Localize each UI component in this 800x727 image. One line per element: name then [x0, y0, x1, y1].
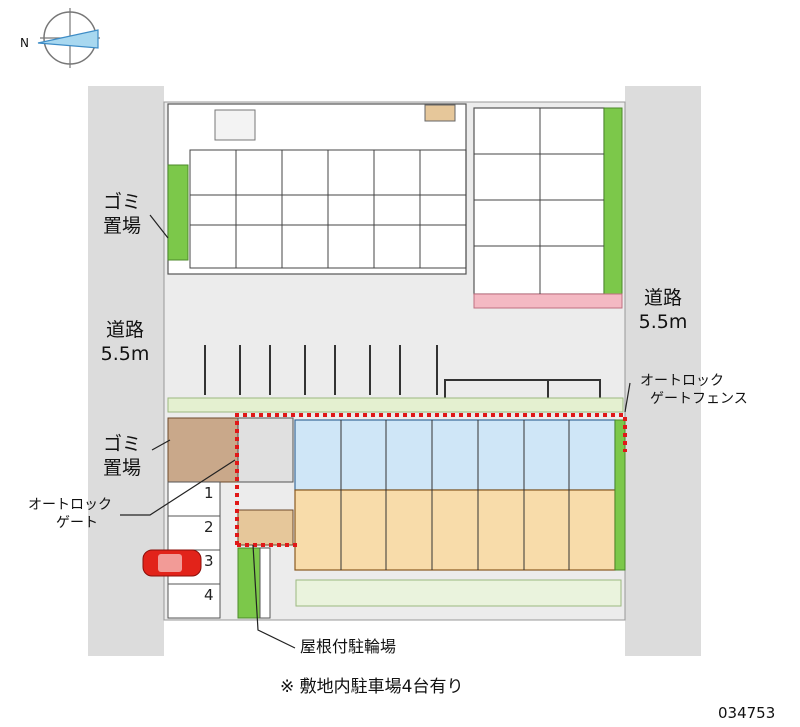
- garbage-south-line2: 置場: [102, 457, 141, 479]
- autolock-fence: [235, 413, 627, 545]
- entrance-hall: [237, 509, 294, 546]
- autolock-fence-line1: オートロック: [640, 373, 724, 389]
- parking-slot-2: 2: [204, 518, 214, 536]
- garbage-area-south: [167, 417, 239, 483]
- property-code: 034753: [718, 704, 776, 722]
- west-road-label: 道路 5.5m: [90, 318, 160, 366]
- east-road-label: 道路 5.5m: [628, 286, 698, 334]
- autolock-gate-line2: ゲート: [56, 515, 98, 531]
- greenery-strip: [167, 397, 624, 413]
- compass-north-letter: N: [20, 36, 29, 50]
- parking-slot-3: 3: [204, 552, 214, 570]
- parking-slot-1: 1: [204, 484, 214, 502]
- building-northeast: [473, 107, 623, 309]
- leader-lines: [120, 214, 631, 649]
- west-road-name: 道路: [105, 319, 144, 341]
- building-south: [294, 419, 626, 571]
- parking-slots: [167, 481, 221, 619]
- garbage-north-line2: 置場: [102, 215, 141, 237]
- autolock-fence-label: オートロック ゲートフェンス: [640, 372, 748, 408]
- parking-lines-middle: [204, 345, 601, 400]
- east-road-width: 5.5m: [638, 311, 688, 333]
- east-road-name: 道路: [643, 287, 682, 309]
- greenery-south: [295, 579, 622, 607]
- stairs: [237, 417, 294, 483]
- west-road-width: 5.5m: [100, 343, 150, 365]
- compass-icon: [37, 8, 100, 68]
- autolock-gate-label: オートロック ゲート: [28, 496, 112, 532]
- east-road: [625, 86, 701, 656]
- autolock-fence-line2: ゲートフェンス: [650, 391, 748, 407]
- garbage-label-north: ゴミ 置場: [92, 190, 152, 238]
- bicycle-parking-label: 屋根付駐輪場: [300, 637, 397, 656]
- building-north: [167, 103, 467, 275]
- garbage-label-south: ゴミ 置場: [92, 432, 152, 480]
- garbage-south-line1: ゴミ: [102, 433, 141, 455]
- footnote: ※ 敷地内駐車場4台有り: [280, 677, 464, 697]
- parking-slot-4: 4: [204, 586, 214, 604]
- autolock-gate-line1: オートロック: [28, 497, 112, 513]
- car-icon: [142, 549, 202, 577]
- garbage-north-line1: ゴミ: [102, 191, 141, 213]
